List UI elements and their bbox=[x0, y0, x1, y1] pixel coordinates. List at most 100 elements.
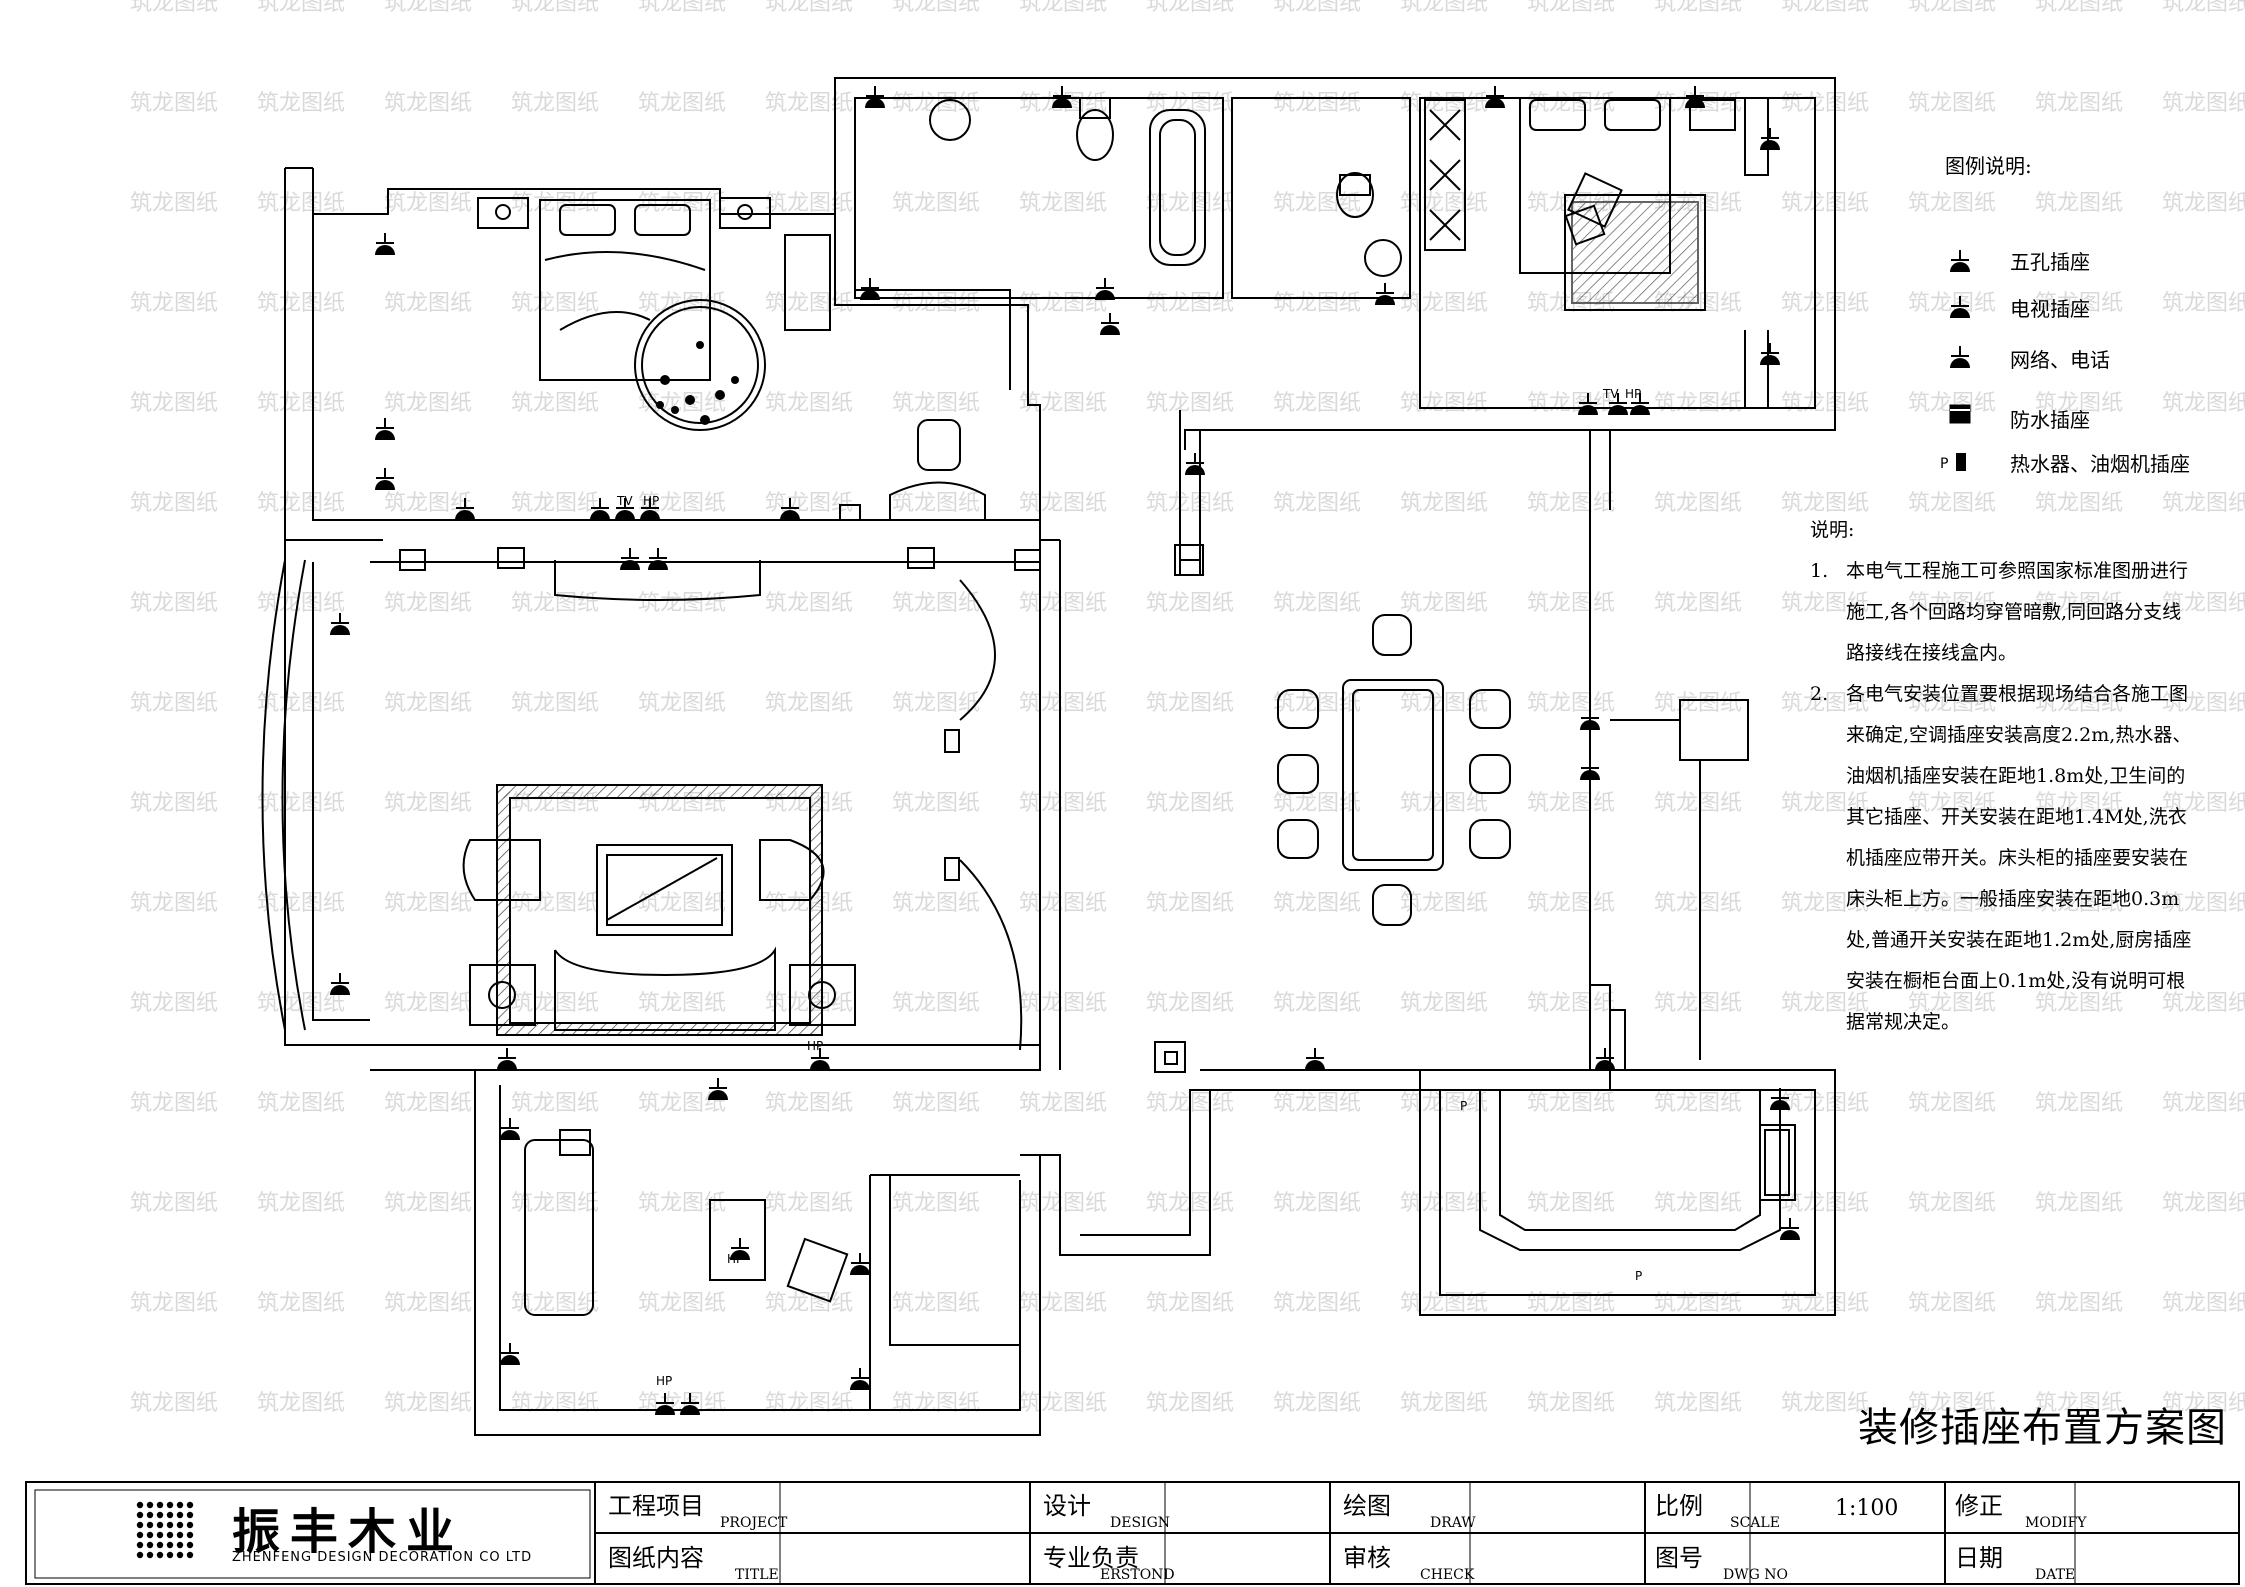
scale-value: 1:100 bbox=[1835, 1496, 1899, 1521]
watermark-text: 筑龙图纸 bbox=[1019, 1391, 1107, 1416]
watermark-text: 筑龙图纸 bbox=[1527, 691, 1615, 716]
watermark-text: 筑龙图纸 bbox=[1400, 1091, 1488, 1116]
watermark-text: 筑龙图纸 bbox=[130, 0, 218, 16]
watermark-text: 筑龙图纸 bbox=[1908, 91, 1996, 116]
watermark-text: 筑龙图纸 bbox=[511, 491, 599, 516]
watermark-text: 筑龙图纸 bbox=[1527, 791, 1615, 816]
watermark-text: 筑龙图纸 bbox=[2035, 1391, 2123, 1416]
design-label: 设计 bbox=[1043, 1492, 1091, 1520]
watermark-text: 筑龙图纸 bbox=[1654, 491, 1742, 516]
watermark-text: 筑龙图纸 bbox=[1019, 391, 1107, 416]
watermark-text: 筑龙图纸 bbox=[130, 91, 218, 116]
watermark-text: 筑龙图纸 bbox=[638, 391, 726, 416]
watermark-text: 筑龙图纸 bbox=[130, 991, 218, 1016]
watermark-text: 筑龙图纸 bbox=[892, 191, 980, 216]
watermark-text: 筑龙图纸 bbox=[511, 91, 599, 116]
hp-label: HP bbox=[643, 494, 659, 508]
watermark-text: 筑龙图纸 bbox=[1781, 791, 1869, 816]
watermark-text: 筑龙图纸 bbox=[257, 491, 345, 516]
watermark-text: 筑龙图纸 bbox=[130, 591, 218, 616]
watermark-text: 筑龙图纸 bbox=[1019, 291, 1107, 316]
watermark-text: 筑龙图纸 bbox=[130, 1391, 218, 1416]
watermark-text: 筑龙图纸 bbox=[511, 291, 599, 316]
modify-sub: MODIFY bbox=[2025, 1515, 2087, 1531]
watermark-text: 筑龙图纸 bbox=[257, 391, 345, 416]
watermark-text: 筑龙图纸 bbox=[384, 1291, 472, 1316]
watermark-text: 筑龙图纸 bbox=[1908, 891, 1996, 916]
check-label: 审核 bbox=[1343, 1544, 1391, 1572]
watermark-text: 筑龙图纸 bbox=[2035, 591, 2123, 616]
watermark-text: 筑龙图纸 bbox=[1146, 591, 1234, 616]
note-text: 本电气工程施工可参照国家标准图册进行施工,各个回路均穿管暗敷,同回路分支线路接线… bbox=[1846, 560, 2189, 664]
watermark-text: 筑龙图纸 bbox=[257, 691, 345, 716]
watermark-text: 筑龙图纸 bbox=[257, 1391, 345, 1416]
watermark-text: 筑龙图纸 bbox=[1273, 1091, 1361, 1116]
watermark-text: 筑龙图纸 bbox=[1019, 591, 1107, 616]
notes: 说明: 1. 本电气工程施工可参照国家标准图册进行施工,各个回路均穿管暗敷,同回… bbox=[1810, 510, 2200, 1043]
watermark-text: 筑龙图纸 bbox=[1908, 1191, 1996, 1216]
watermark-text: 筑龙图纸 bbox=[257, 1091, 345, 1116]
watermark-text: 筑龙图纸 bbox=[2162, 1391, 2245, 1416]
watermark-text: 筑龙图纸 bbox=[130, 891, 218, 916]
watermark-text: 筑龙图纸 bbox=[1654, 1391, 1742, 1416]
watermark-text: 筑龙图纸 bbox=[130, 1191, 218, 1216]
watermark-text: 筑龙图纸 bbox=[1908, 691, 1996, 716]
watermark-text: 筑龙图纸 bbox=[2162, 991, 2245, 1016]
watermark-text: 筑龙图纸 bbox=[1781, 291, 1869, 316]
watermark-text: 筑龙图纸 bbox=[1781, 591, 1869, 616]
watermark-text: 筑龙图纸 bbox=[1273, 791, 1361, 816]
legend-heater-label: 热水器、油烟机插座 bbox=[2010, 452, 2190, 476]
watermark-text: 筑龙图纸 bbox=[638, 991, 726, 1016]
watermark-text: 筑龙图纸 bbox=[892, 691, 980, 716]
watermark-text: 筑龙图纸 bbox=[1781, 491, 1869, 516]
watermark-text: 筑龙图纸 bbox=[638, 91, 726, 116]
watermark-text: 筑龙图纸 bbox=[1146, 391, 1234, 416]
watermark-text: 筑龙图纸 bbox=[1146, 1291, 1234, 1316]
watermark-text: 筑龙图纸 bbox=[1400, 491, 1488, 516]
company-name-en: ZHENFENG DESIGN DECORATION CO LTD bbox=[232, 1550, 533, 1565]
watermark-text: 筑龙图纸 bbox=[257, 91, 345, 116]
watermark-text: 筑龙图纸 bbox=[1273, 591, 1361, 616]
hp-label: HP bbox=[727, 1252, 743, 1266]
watermark-text: 筑龙图纸 bbox=[1273, 891, 1361, 916]
hp-label: HP bbox=[1625, 387, 1641, 401]
watermark-text: 筑龙图纸 bbox=[257, 191, 345, 216]
watermark-text: 筑龙图纸 bbox=[765, 0, 853, 16]
watermark-text: 筑龙图纸 bbox=[1781, 91, 1869, 116]
watermark-text: 筑龙图纸 bbox=[638, 1191, 726, 1216]
watermark-text: 筑龙图纸 bbox=[384, 491, 472, 516]
watermark-text: 筑龙图纸 bbox=[1019, 1191, 1107, 1216]
watermark-text: 筑龙图纸 bbox=[1146, 991, 1234, 1016]
watermark-text: 筑龙图纸 bbox=[511, 1091, 599, 1116]
watermark-text: 筑龙图纸 bbox=[1400, 991, 1488, 1016]
p-label: P bbox=[1635, 1269, 1642, 1283]
hp-label: HP bbox=[656, 1374, 672, 1388]
watermark-text: 筑龙图纸 bbox=[1146, 491, 1234, 516]
watermark-text: 筑龙图纸 bbox=[765, 1391, 853, 1416]
tv-label: TV bbox=[1602, 387, 1619, 401]
check-sub: CHECK bbox=[1420, 1567, 1475, 1583]
watermark-text: 筑龙图纸 bbox=[765, 1091, 853, 1116]
modify-label: 修正 bbox=[1955, 1492, 2003, 1520]
watermark-text: 筑龙图纸 bbox=[2035, 91, 2123, 116]
watermark-text: 筑龙图纸 bbox=[1273, 1291, 1361, 1316]
watermark-text: 筑龙图纸 bbox=[1019, 691, 1107, 716]
legend-five-hole-label: 五孔插座 bbox=[2010, 250, 2090, 274]
watermark-text: 筑龙图纸 bbox=[511, 191, 599, 216]
note-number: 1. bbox=[1810, 560, 1829, 582]
watermark-text: 筑龙图纸 bbox=[638, 691, 726, 716]
watermark-text: 筑龙图纸 bbox=[1400, 391, 1488, 416]
watermark-text: 筑龙图纸 bbox=[1273, 491, 1361, 516]
watermark-text: 筑龙图纸 bbox=[384, 1391, 472, 1416]
tv-label: TV bbox=[616, 494, 633, 508]
title-sub: TITLE bbox=[735, 1567, 779, 1583]
watermark-text: 筑龙图纸 bbox=[1527, 1091, 1615, 1116]
watermark-text: 筑龙图纸 bbox=[1654, 991, 1742, 1016]
notes-title: 说明: bbox=[1810, 519, 1855, 541]
watermark-text: 筑龙图纸 bbox=[384, 0, 472, 16]
watermark-text: 筑龙图纸 bbox=[130, 191, 218, 216]
erstond-label: 专业负责 bbox=[1043, 1544, 1139, 1572]
note-item: 2. 各电气安装位置要根据现场结合各施工图来确定,空调插座安装高度2.2m,热水… bbox=[1810, 674, 2200, 1043]
watermark-text: 筑龙图纸 bbox=[384, 91, 472, 116]
